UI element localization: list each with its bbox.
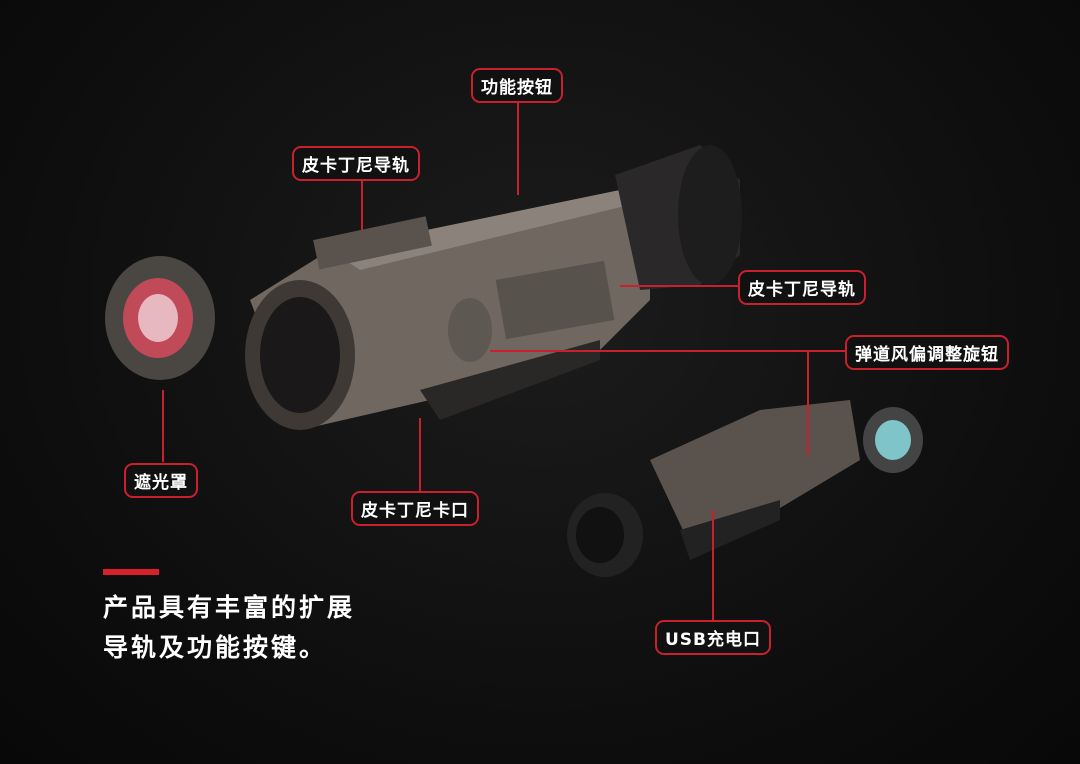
main-scope (105, 145, 742, 430)
leader-lines (162, 100, 845, 622)
label-lens-cover: 遮光罩 (124, 463, 198, 498)
label-function-buttons: 功能按钮 (471, 68, 563, 103)
caption-line-2: 导轨及功能按键。 (103, 633, 328, 662)
label-windage-knob: 弹道风偏调整旋钮 (845, 335, 1009, 370)
caption: 产品具有丰富的扩展 导轨及功能按键。 (103, 588, 355, 668)
label-picatinny-rail-side: 皮卡丁尼导轨 (738, 270, 866, 305)
caption-line-1: 产品具有丰富的扩展 (103, 593, 356, 622)
label-picatinny-rail-top: 皮卡丁尼导轨 (292, 146, 420, 181)
secondary-scope (567, 400, 923, 577)
label-picatinny-mount: 皮卡丁尼卡口 (351, 491, 479, 526)
label-usb-port: USB充电口 (655, 620, 772, 655)
accent-bar (103, 569, 159, 575)
